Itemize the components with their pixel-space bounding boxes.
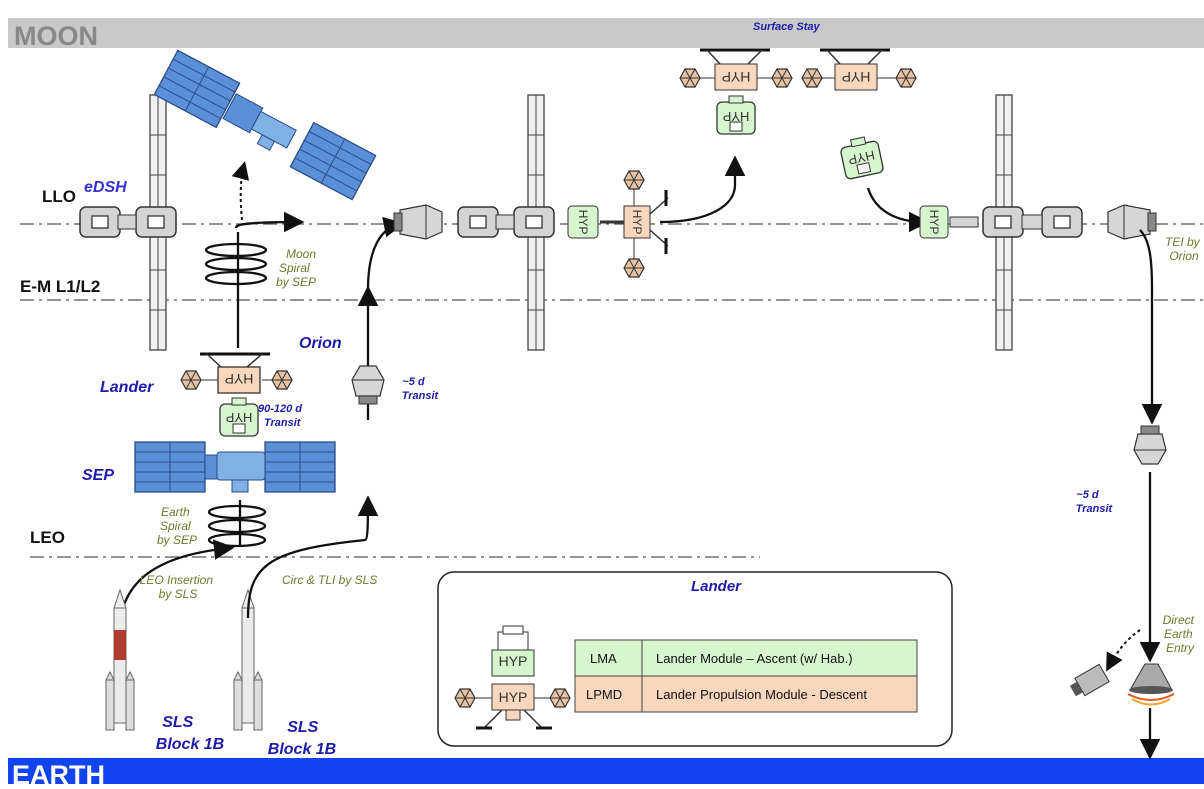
sep-label: SEP — [82, 467, 114, 484]
lander-legend: Lander HYP HYP LMA Lander Module – Ascen… — [437, 571, 953, 747]
orion-return — [1133, 425, 1167, 465]
legend-code-lma: LMA — [590, 651, 617, 666]
svg-text:HYP: HYP — [847, 147, 876, 167]
svg-text:HYP: HYP — [927, 210, 941, 235]
stack-llo-docked: HYP HYP — [393, 94, 669, 351]
legend-desc-lma: Lander Module – Ascent (w/ Hab.) — [656, 651, 853, 666]
svg-text:HYP: HYP — [499, 689, 528, 705]
surface-lander-2: HYP — [801, 48, 917, 91]
surface-lander-1: HYP HYP — [679, 48, 793, 135]
legend-row-lma: LMA Lander Module – Ascent (w/ Hab.) — [574, 639, 918, 677]
svg-text:HYP: HYP — [723, 109, 750, 124]
lander-stack-left: HYP HYP — [180, 352, 293, 437]
svg-text:HYP: HYP — [842, 69, 871, 85]
moon-band-label: MOON — [14, 21, 98, 51]
tei-path — [1139, 229, 1163, 425]
leo-insertion-label: LEO Insertion by SLS — [140, 573, 217, 601]
svg-text:HYP: HYP — [225, 371, 254, 387]
orion-label: Orion — [299, 335, 342, 352]
leo-label: LEO — [30, 528, 65, 547]
earth-spiral-label: Earth Spiral by SEP — [157, 505, 197, 547]
svg-text:HYP: HYP — [722, 69, 751, 85]
moon-band — [8, 18, 1204, 48]
svg-text:HYP: HYP — [226, 410, 253, 425]
direct-entry-label: Direct Earth Entry — [1163, 613, 1198, 655]
circ-tli-path — [246, 495, 379, 619]
moon-spiral — [204, 232, 268, 348]
eml-label: E-M L1/L2 — [20, 277, 100, 296]
legend-desc-lpmd: Lander Propulsion Module - Descent — [656, 687, 867, 702]
legend-row-lpmd: LPMD Lander Propulsion Module - Descent — [574, 675, 918, 713]
edsh-station-left — [79, 94, 177, 351]
sls-rocket-1 — [105, 589, 135, 731]
lander-label: Lander — [100, 379, 154, 396]
entry-capsule — [1127, 663, 1175, 706]
orion-transit — [351, 365, 385, 405]
ascent-path — [866, 187, 930, 233]
svg-text:HYP: HYP — [499, 653, 528, 669]
sls-label-1: SLS Block 1B — [156, 714, 224, 753]
earth-band — [8, 758, 1204, 784]
circ-tli-label: Circ & TLI by SLS — [282, 573, 377, 587]
descent-path — [659, 155, 746, 224]
surface-stay-label: Surface Stay — [753, 21, 821, 33]
sep-spacecraft-lower — [134, 441, 336, 493]
svg-text:HYP: HYP — [576, 210, 590, 235]
moon-spiral-label: Moon Spiral by SEP — [276, 247, 319, 289]
stack-llo-return: HYP — [919, 94, 1157, 351]
earth-spiral — [207, 500, 267, 548]
sep-departure-path — [231, 161, 250, 221]
service-module — [1069, 663, 1110, 697]
transit-90-label: 90-120 d Transit — [258, 403, 305, 429]
llo-label: LLO — [42, 187, 76, 206]
ascent-module: HYP — [838, 133, 885, 181]
sls-label-2: SLS Block 1B — [268, 719, 336, 758]
service-module-jettison — [1106, 629, 1141, 672]
edsh-label: eDSH — [84, 179, 127, 196]
legend-code-lpmd: LPMD — [586, 687, 622, 702]
sep-spacecraft-upper — [153, 49, 377, 201]
earth-band-label: EARTH — [12, 760, 105, 789]
svg-text:HYP: HYP — [630, 210, 644, 235]
transit-5a-label: ~5 d Transit — [402, 376, 440, 402]
tei-label: TEI by Orion — [1165, 235, 1203, 263]
transit-5b-label: ~5 d Transit — [1076, 489, 1114, 515]
legend-title: Lander — [691, 578, 742, 595]
